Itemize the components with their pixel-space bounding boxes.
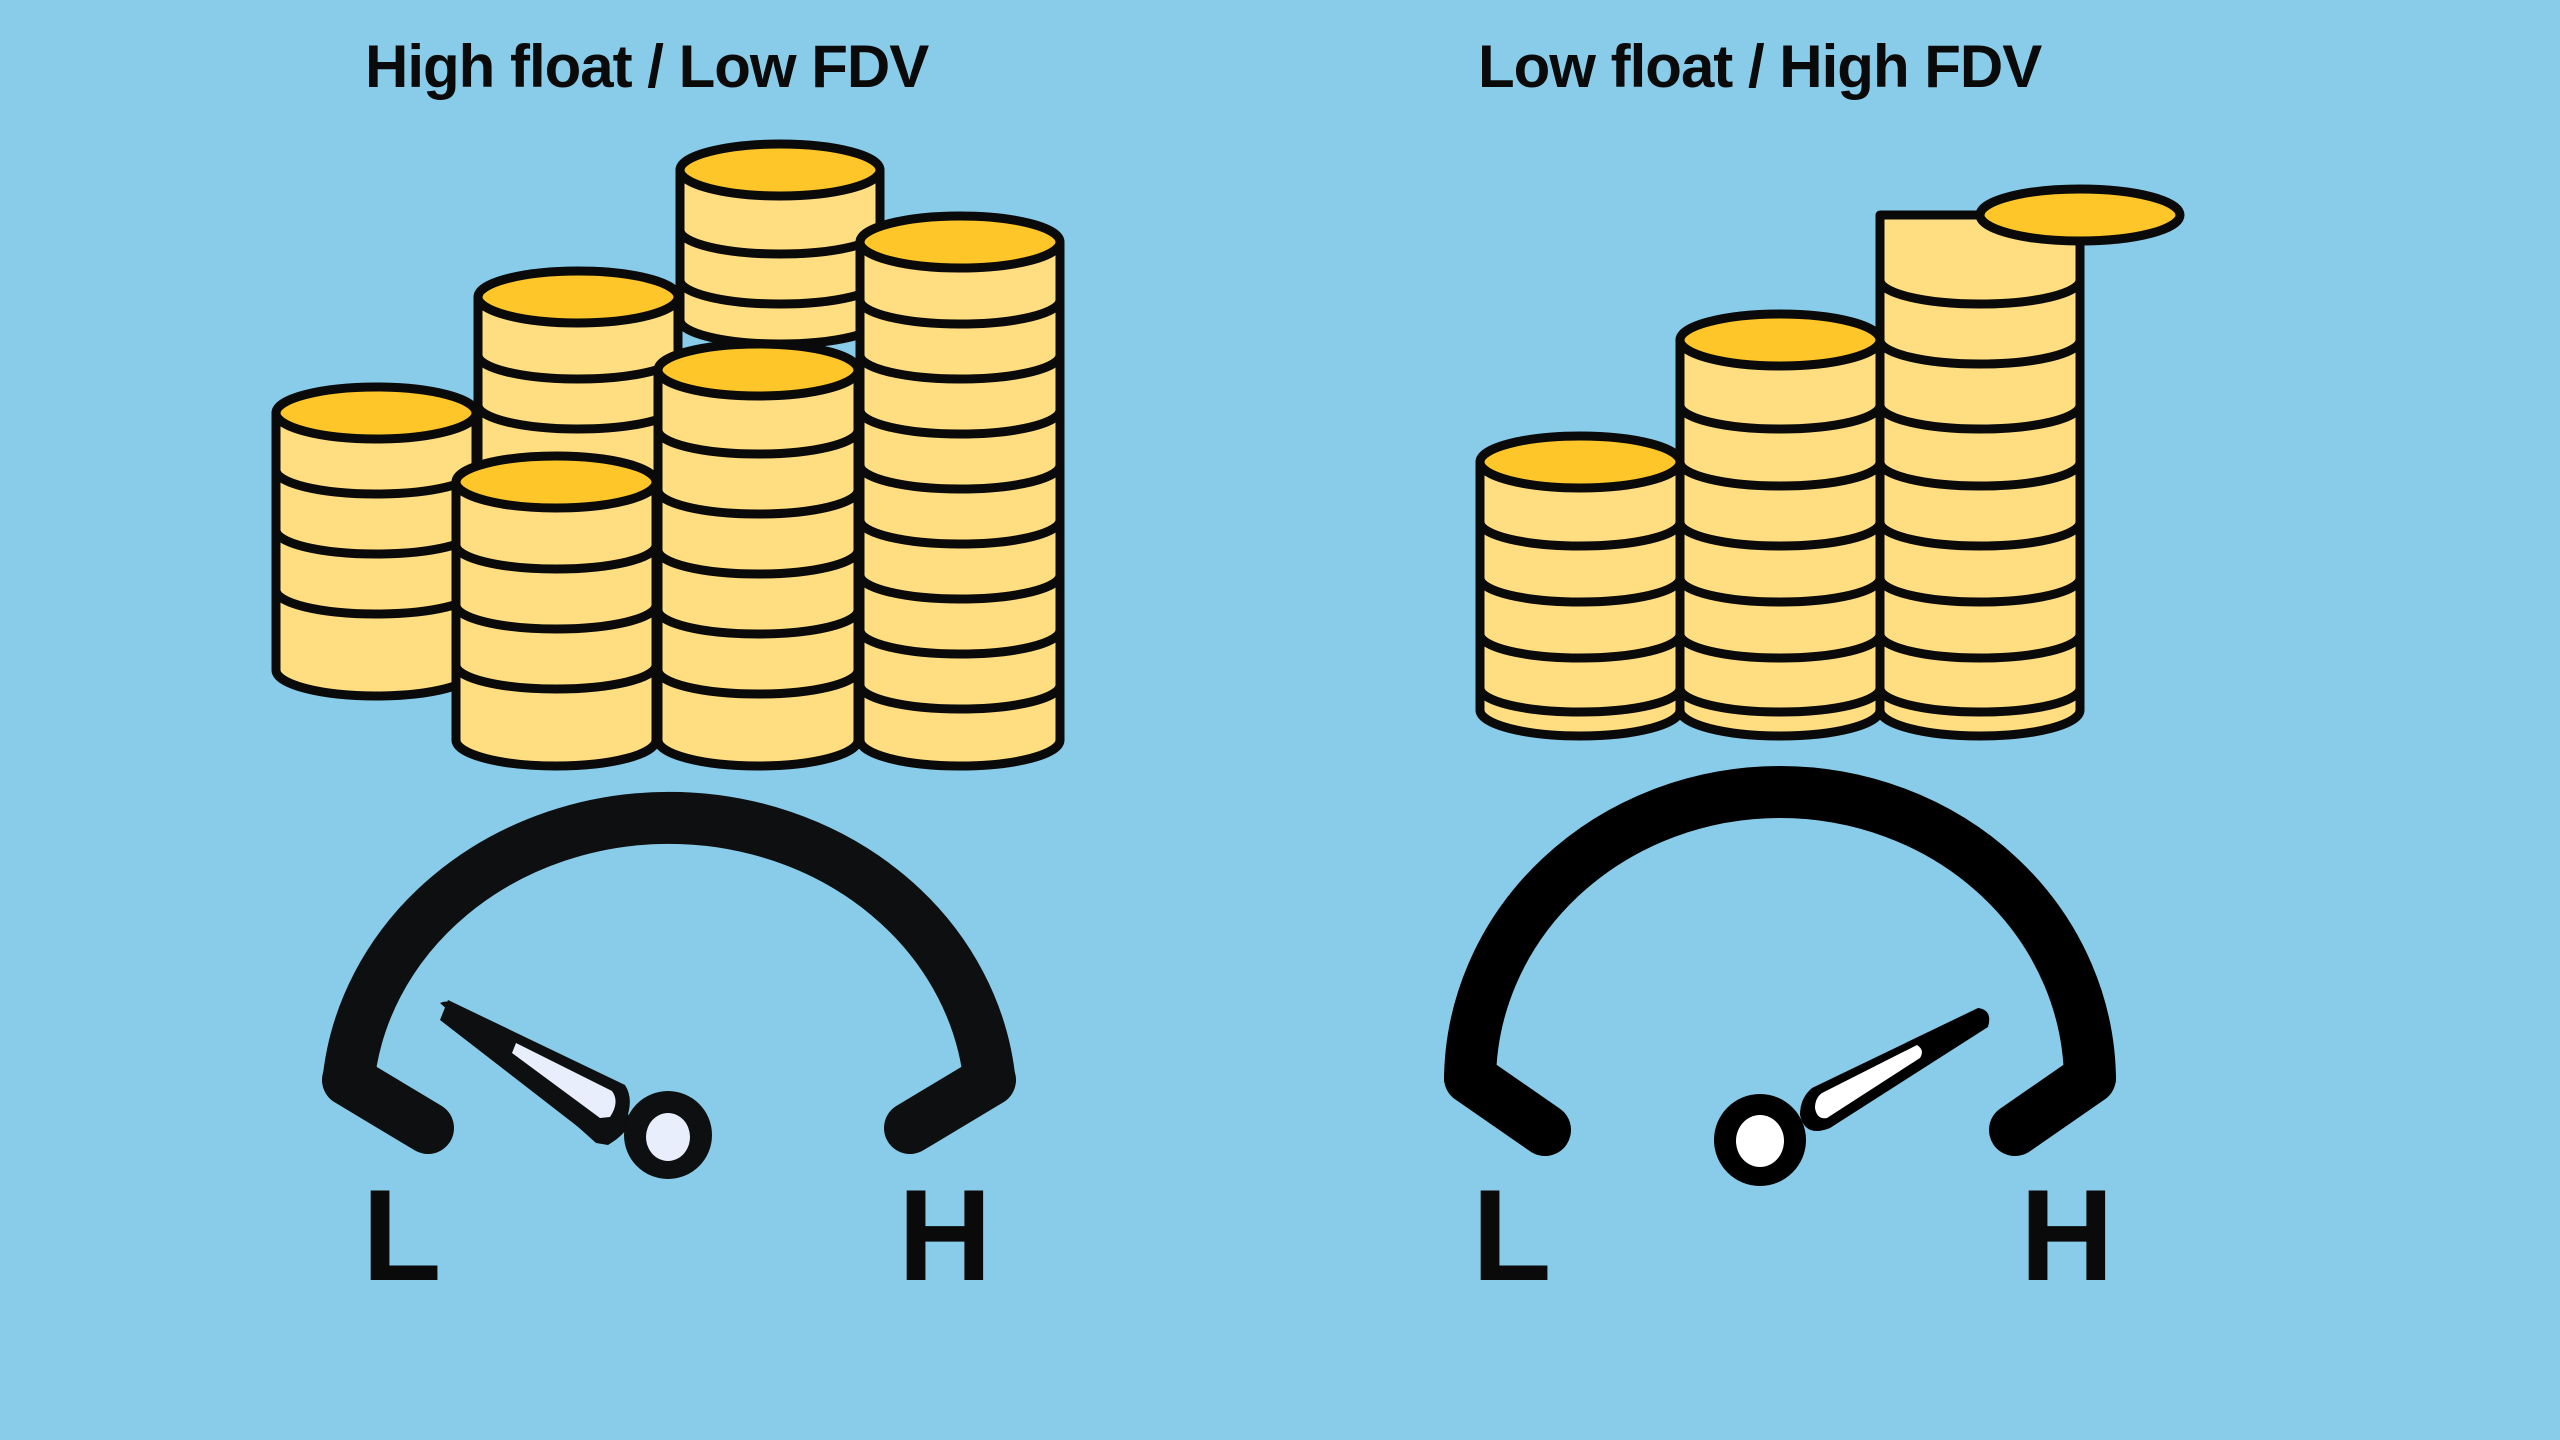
- gauge-left-icon: [322, 791, 1016, 1179]
- panel-title-right: Low float / High FDV: [1478, 33, 2042, 100]
- gauge-left-high-label: H: [898, 1162, 992, 1308]
- gauge-right-low-label: L: [1472, 1162, 1552, 1308]
- coin-stacks-right-icon: [1475, 184, 2185, 741]
- coin-stacks-left-icon: [271, 139, 1065, 771]
- gauge-right-icon: [1444, 766, 2116, 1186]
- panel-title-left: High float / Low FDV: [365, 33, 929, 100]
- gauge-right-high-label: H: [2020, 1162, 2114, 1308]
- gauge-left-low-label: L: [362, 1162, 442, 1308]
